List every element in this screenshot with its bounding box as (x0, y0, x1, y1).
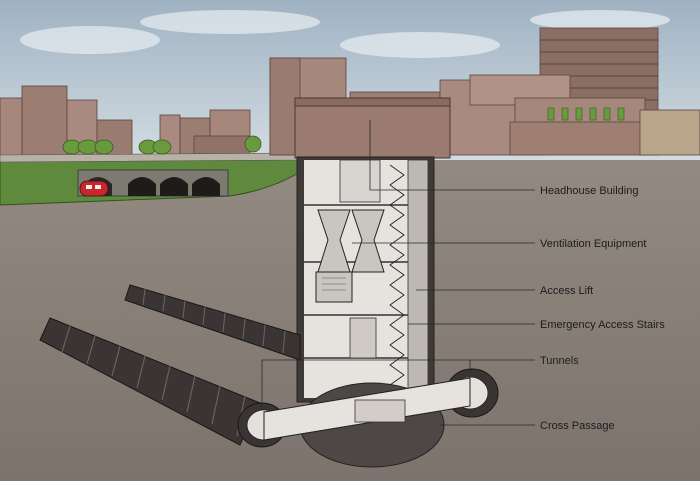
label-emergency-access-stairs: Emergency Access Stairs (540, 319, 665, 331)
label-headhouse-building: Headhouse Building (540, 185, 639, 197)
label-tunnels: Tunnels (540, 355, 579, 367)
background-buildings-left (0, 85, 251, 157)
label-cross-passage: Cross Passage (540, 420, 615, 432)
cross-passage-platform (354, 399, 406, 423)
shaft (296, 156, 435, 403)
leader-lines (261, 120, 535, 426)
label-ventilation-equipment: Ventilation Equipment (540, 238, 647, 250)
clouds (20, 10, 670, 58)
background-buildings-right (269, 27, 700, 156)
label-access-lift: Access Lift (540, 285, 594, 297)
train-icon (79, 180, 109, 197)
headhouse-building (294, 97, 451, 159)
